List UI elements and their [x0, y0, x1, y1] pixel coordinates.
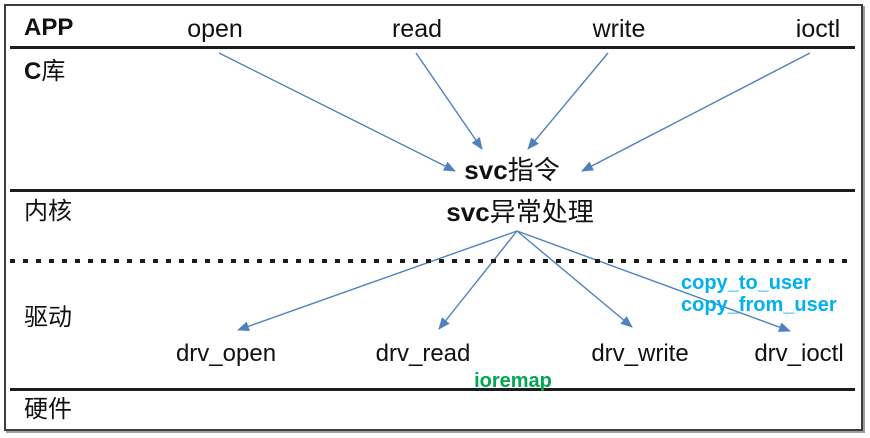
annotation-copy-from-user: copy_from_user [681, 294, 837, 316]
driver-func-label-drv-open: drv_open [175, 340, 277, 367]
layer-label-c-library: C库 [24, 58, 65, 87]
layer-label-c-library-cjk: 库 [41, 59, 66, 85]
separator-app-clib [10, 46, 855, 49]
layer-label-app-text: APP [24, 14, 74, 41]
driver-func-label-drv-ioctl: drv_ioctl [754, 340, 844, 367]
layer-label-hardware: 硬件 [24, 397, 72, 423]
separator-clib-kernel [10, 189, 855, 192]
annotation-copy-to-user: copy_to_user [681, 272, 812, 294]
annotation-ioremap: ioremap [474, 370, 552, 392]
syscall-label-write: write [592, 15, 646, 43]
layer-label-driver: 驱动 [24, 305, 72, 331]
separator-driver-hardware [10, 388, 855, 391]
syscall-label-ioctl: ioctl [795, 15, 841, 43]
layer-label-app: APP [24, 14, 73, 43]
syscall-label-open: open [187, 15, 243, 43]
syscall-label-read: read [391, 15, 443, 43]
driver-func-label-drv-write: drv_write [591, 340, 689, 367]
layer-label-c-library-latin: C [24, 58, 42, 85]
driver-func-label-drv-read: drv_read [375, 340, 471, 367]
separator-kernel-driver-dotted [10, 259, 850, 263]
node-svc-instruction: svc指令 [464, 155, 560, 185]
node-svc-exception-handler: svc异常处理 [446, 197, 594, 227]
layer-label-kernel: 内核 [24, 199, 72, 225]
outer-border [4, 4, 863, 431]
